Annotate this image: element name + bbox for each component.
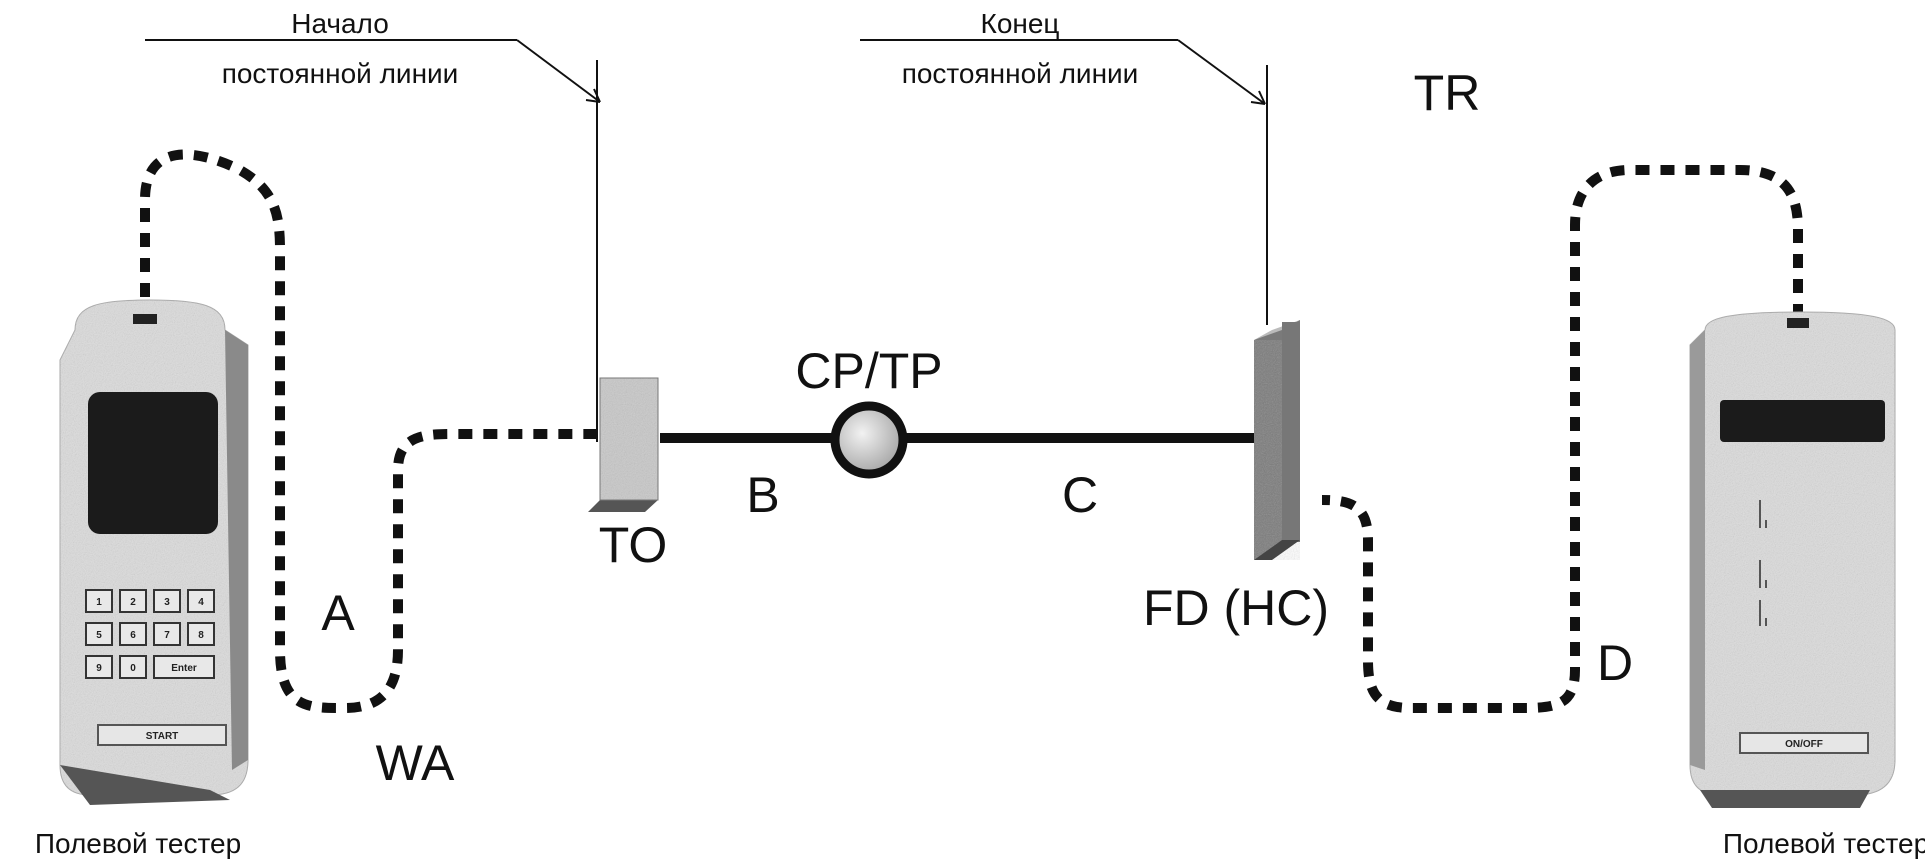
left-tester-keypad: 1 2 3 4 5 6 7 8 9 0 Enter: [85, 589, 215, 679]
left-tester-key-label: 4: [198, 597, 204, 608]
left-tester-key: 1: [85, 589, 113, 613]
callout-end-line2: постоянной линии: [902, 58, 1139, 89]
callout-start-line2: постоянной линии: [222, 58, 459, 89]
left-tester-key-label: 3: [164, 597, 170, 608]
label-b: B: [746, 467, 779, 523]
left-tester-key: 6: [119, 622, 147, 646]
left-tester-caption: Полевой тестер: [35, 828, 241, 859]
right-tester-caption: Полевой тестер: [1723, 828, 1925, 859]
callout-end-line1: Конец: [981, 8, 1060, 39]
right-tester: [1689, 311, 1896, 808]
left-tester-key-label: 2: [130, 597, 136, 608]
left-tester-key: 5: [85, 622, 113, 646]
callout-end-line: [860, 39, 1268, 325]
left-tester-key: 9: [85, 655, 113, 679]
right-tester-onoff-button: ON/OFF: [1739, 732, 1869, 754]
left-tester-key-label: 0: [130, 663, 136, 674]
label-to: TO: [599, 517, 668, 573]
left-tester-key: Enter: [153, 655, 215, 679]
left-tester-key-label: 1: [96, 597, 102, 608]
to-outlet: [588, 377, 659, 512]
left-tester-key-label: 8: [198, 630, 204, 641]
label-c: C: [1062, 467, 1098, 523]
left-tester-start-label: START: [146, 731, 179, 742]
left-tester-key-label: Enter: [171, 663, 197, 674]
left-tester-key: 0: [119, 655, 147, 679]
left-tester-key: 4: [187, 589, 215, 613]
right-tester-onoff-label: ON/OFF: [1785, 739, 1823, 750]
fd-hc-panel: [1254, 320, 1300, 560]
label-cp-tp: CP/TP: [795, 343, 942, 399]
left-tester-key: 7: [153, 622, 181, 646]
right-tester-display: [1720, 400, 1885, 442]
left-tester-start-button: START: [97, 724, 227, 746]
cp-tp-point: [830, 401, 908, 479]
left-tester-screen: [88, 392, 218, 534]
label-d: D: [1597, 635, 1633, 691]
left-tester-key-label: 9: [96, 663, 102, 674]
label-a: A: [321, 585, 355, 641]
left-tester-key-label: 7: [164, 630, 170, 641]
cord-d: [1321, 165, 1803, 714]
label-tr: TR: [1414, 65, 1481, 121]
left-tester-key: 2: [119, 589, 147, 613]
callout-start-line1: Начало: [291, 8, 389, 39]
label-fd-hc: FD (HC): [1143, 580, 1329, 636]
left-tester-key-label: 5: [96, 630, 102, 641]
callout-start-line: [145, 39, 601, 442]
label-wa: WA: [376, 735, 455, 791]
left-tester-key-label: 6: [130, 630, 136, 641]
left-tester-key: 3: [153, 589, 181, 613]
left-tester-key: 8: [187, 622, 215, 646]
